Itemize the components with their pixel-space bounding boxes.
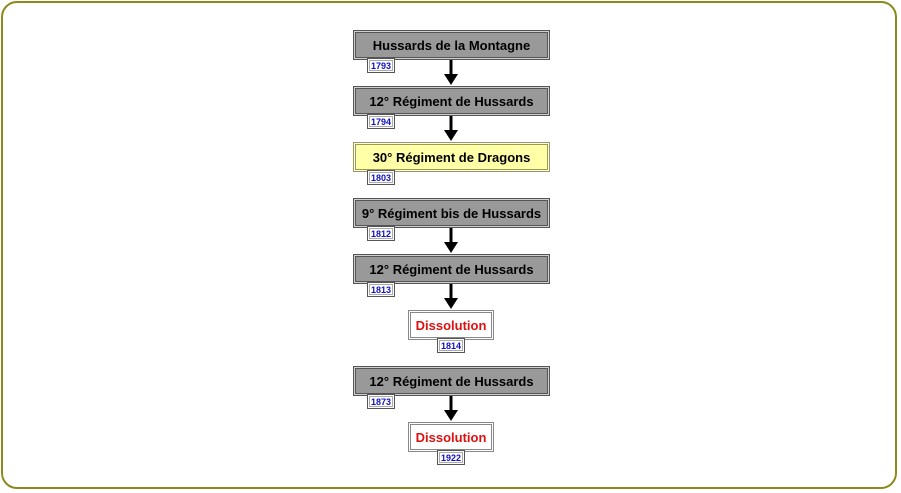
year-label: 1793 <box>370 60 392 71</box>
node-label: 30° Régiment de Dragons <box>372 149 531 165</box>
year-badge-1922: 1922 <box>437 450 465 465</box>
year-label: 1794 <box>370 116 392 127</box>
node-label: 9° Régiment bis de Hussards <box>361 205 542 221</box>
arrow-down-icon <box>444 116 458 141</box>
year-label: 1812 <box>370 228 392 239</box>
node-label: 12° Régiment de Hussards <box>369 93 534 109</box>
year-badge-1813: 1813 <box>367 282 395 297</box>
year-label: 1814 <box>440 340 462 351</box>
node-dissolution-1922: Dissolution <box>408 422 494 452</box>
arrow-down-icon <box>444 228 458 253</box>
node-30e-regiment-de-dragons: 30° Régiment de Dragons <box>353 142 550 172</box>
node-label: 12° Régiment de Hussards <box>369 261 534 277</box>
year-badge-1812: 1812 <box>367 226 395 241</box>
year-label: 1803 <box>370 172 392 183</box>
year-badge-1873: 1873 <box>367 394 395 409</box>
year-label: 1922 <box>440 452 462 463</box>
year-badge-1793: 1793 <box>367 58 395 73</box>
node-label: Hussards de la Montagne <box>372 37 531 53</box>
node-12e-regiment-de-hussards-1794: 12° Régiment de Hussards <box>353 86 550 116</box>
node-12e-regiment-de-hussards-1873: 12° Régiment de Hussards <box>353 366 550 396</box>
year-badge-1814: 1814 <box>437 338 465 353</box>
arrow-down-icon <box>444 284 458 309</box>
year-label: 1813 <box>370 284 392 295</box>
node-hussards-de-la-montagne: Hussards de la Montagne <box>353 30 550 60</box>
node-label: Dissolution <box>415 429 487 445</box>
year-badge-1794: 1794 <box>367 114 395 129</box>
node-dissolution-1814: Dissolution <box>408 310 494 340</box>
node-label: Dissolution <box>415 317 487 333</box>
arrow-down-icon <box>444 396 458 421</box>
year-badge-1803: 1803 <box>367 170 395 185</box>
node-label: 12° Régiment de Hussards <box>369 373 534 389</box>
node-9e-regiment-bis-de-hussards: 9° Régiment bis de Hussards <box>353 198 550 228</box>
node-12e-regiment-de-hussards-1813: 12° Régiment de Hussards <box>353 254 550 284</box>
arrow-down-icon <box>444 60 458 85</box>
year-label: 1873 <box>370 396 392 407</box>
